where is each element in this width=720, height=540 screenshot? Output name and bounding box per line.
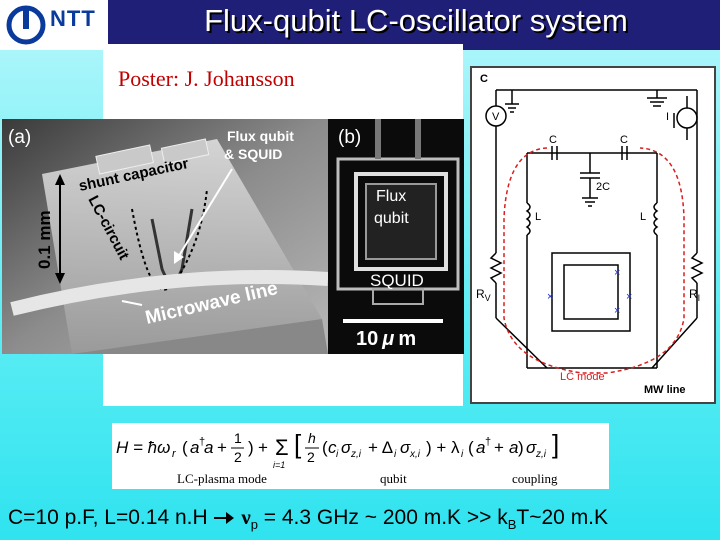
circuit-label-i: I	[666, 111, 669, 123]
summary-part2: = 4.3 GHz ~ 200 m.K >> k	[257, 506, 508, 529]
ntt-logo-mark-icon	[6, 5, 46, 45]
qubit-label: qubit	[374, 210, 409, 227]
poster-credit: Poster: J. Johansson	[118, 66, 295, 91]
note-coupling: coupling	[512, 471, 558, 486]
svg-text:[: [	[294, 429, 302, 459]
svg-text:†: †	[199, 436, 205, 448]
svg-text:]: ]	[552, 429, 559, 459]
svg-text:i: i	[461, 449, 464, 460]
logo-text: NTT	[50, 6, 96, 31]
nu-symbol: ν	[241, 505, 251, 529]
svg-text:) + λ: ) + λ	[426, 438, 460, 457]
svg-text:(: (	[182, 438, 188, 457]
svg-text:H = ħω: H = ħω	[116, 438, 170, 457]
svg-text:a: a	[204, 438, 213, 457]
svg-text:+ Δ: + Δ	[368, 438, 393, 457]
svg-text:2: 2	[307, 449, 315, 465]
svg-text:1: 1	[234, 430, 242, 446]
svg-text:z,i: z,i	[535, 449, 547, 460]
mw-line-label: MW line	[644, 384, 686, 396]
svg-text:Σ: Σ	[275, 435, 289, 460]
circuit-label-rv: R	[476, 287, 485, 301]
svg-text:RI: RI	[689, 287, 700, 303]
svg-text:a: a	[476, 438, 485, 457]
svg-text:): )	[518, 438, 524, 457]
svg-text:2: 2	[234, 449, 242, 465]
circuit-label-ri-sub: I	[698, 293, 701, 303]
photo-a: (a) 0.1 mm Flux qubit & SQUID shunt capa…	[2, 119, 328, 354]
note-qubit: qubit	[380, 471, 407, 486]
svg-text:c: c	[328, 438, 337, 457]
scale-bar-unit: m	[398, 328, 416, 350]
circuit-label-rv-sub: V	[485, 293, 491, 303]
svg-text:a: a	[190, 438, 199, 457]
svg-text:×: ×	[614, 267, 620, 279]
summary-part3: T~20 m.K	[516, 506, 609, 529]
svg-text:σ: σ	[400, 438, 411, 457]
circuit-schematic: ×× ×× C V I C C 2C L L RV RI LC mode MW …	[470, 66, 716, 404]
svg-text:i: i	[336, 449, 339, 460]
circuit-label-c1: C	[549, 134, 557, 146]
svg-text:(: (	[468, 438, 474, 457]
circuit-label-ri: R	[689, 287, 698, 301]
svg-text:†: †	[485, 436, 491, 448]
svg-text:RV: RV	[476, 287, 491, 303]
circuit-label-c-top: C	[480, 73, 488, 85]
summary-part1: C=10 p.F, L=0.14 n.H	[8, 506, 214, 529]
arrow-right-icon	[214, 512, 235, 525]
svg-text:×: ×	[547, 291, 553, 303]
squid-label: SQUID	[370, 271, 424, 290]
circuit-label-c2: C	[620, 134, 628, 146]
callout-flux-qubit: Flux qubit	[227, 128, 294, 144]
svg-text:h: h	[308, 430, 316, 446]
svg-text:z,i: z,i	[350, 449, 362, 460]
panel-b-label: (b)	[338, 127, 361, 148]
scale-label-0-1mm: 0.1 mm	[35, 210, 54, 269]
kb-subscript: B	[507, 517, 517, 533]
svg-text:×: ×	[614, 305, 620, 317]
svg-text:): )	[248, 438, 254, 457]
panel-a-label: (a)	[8, 127, 31, 148]
svg-text:a: a	[509, 438, 518, 457]
svg-text:x,i: x,i	[409, 449, 421, 460]
device-micrograph: (a) 0.1 mm Flux qubit & SQUID shunt capa…	[2, 119, 328, 354]
svg-text:i=1: i=1	[273, 460, 285, 470]
ntt-logo: NTT	[0, 0, 110, 50]
nu-subscript: p	[250, 517, 258, 533]
svg-text:σ: σ	[526, 438, 537, 457]
parameter-summary: C=10 p.F, L=0.14 n.H νp = 4.3 GHz ~ 200 …	[8, 505, 608, 532]
title-bar	[0, 0, 720, 50]
callout-squid: & SQUID	[224, 146, 282, 162]
circuit-label-l1: L	[535, 211, 541, 223]
svg-text:+: +	[258, 438, 268, 457]
note-lc-plasma-mode: LC-plasma mode	[177, 471, 267, 486]
circuit-label-l2: L	[640, 211, 646, 223]
slide-title: Flux-qubit LC-oscillator system	[204, 3, 628, 38]
svg-text:σ: σ	[341, 438, 352, 457]
scale-bar-number: 10	[356, 328, 378, 350]
svg-text:×: ×	[626, 291, 632, 303]
svg-text:+: +	[217, 438, 227, 457]
circuit-label-2c: 2C	[596, 181, 610, 193]
svg-text:+: +	[494, 438, 504, 457]
flux-label: Flux	[376, 188, 406, 205]
svg-text:(: (	[322, 438, 328, 457]
svg-text:i: i	[394, 449, 397, 460]
circuit-label-v: V	[492, 111, 500, 123]
lc-mode-label: LC mode	[560, 371, 605, 383]
svg-text:r: r	[172, 448, 177, 460]
